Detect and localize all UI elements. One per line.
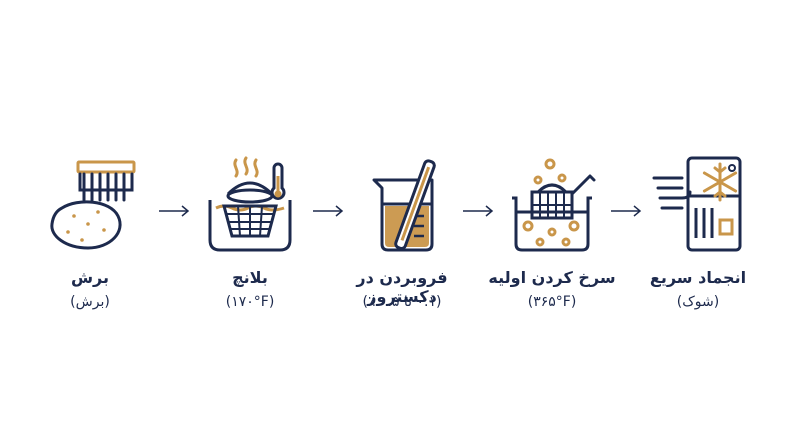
arrow-right-icon [463, 205, 494, 217]
fryer-basket-icon [512, 158, 596, 252]
step-subtitle: (شوک) [676, 294, 720, 310]
step-cut: برش (برش) [10, 0, 170, 447]
step-title: سرخ کردن اولیه [488, 268, 616, 287]
arrow-right-icon [313, 205, 344, 217]
step-flash-freeze: انجماد سریع (شوک) [618, 0, 778, 447]
step-title: برش [70, 268, 110, 287]
arrow-right-icon [611, 205, 642, 217]
step-title: بلانچ [232, 268, 268, 287]
step-par-fry: سرخ کردن اولیه (۳۶۵°F) [472, 0, 632, 447]
step-blanch: بلانچ (۱۷۰°F) [170, 0, 330, 447]
step-subtitle: (۰.۱ تا ۰.۵ ٪) [362, 294, 442, 310]
potato-cutter-icon [50, 160, 136, 250]
step-title: انجماد سریع [649, 268, 747, 287]
step-subtitle: (۳۶۵°F) [527, 294, 577, 310]
dextrose-beaker-icon [372, 159, 436, 252]
step-dextrose-dip: فروبردن در دکستروز (۰.۱ تا ۰.۵ ٪) [322, 0, 482, 447]
step-subtitle: (برش) [70, 294, 110, 310]
step-subtitle: (۱۷۰°F) [225, 294, 275, 310]
step-title: فروبردن در دکستروز [356, 268, 448, 306]
blanch-basket-icon [208, 156, 292, 252]
arrow-right-icon [159, 205, 190, 217]
freezer-snowflake-icon [652, 156, 742, 252]
